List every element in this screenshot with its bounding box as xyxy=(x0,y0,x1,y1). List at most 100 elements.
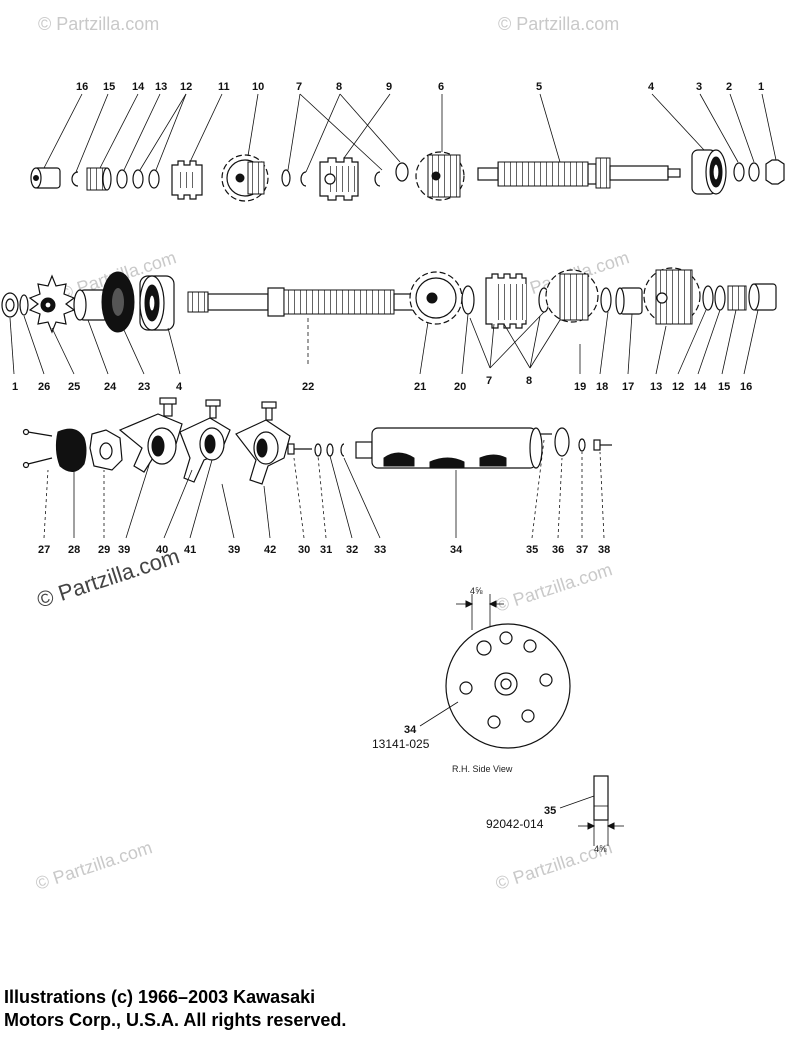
row2-callouts: 1 26 25 24 23 4 22 21 20 7 8 19 18 17 13… xyxy=(12,375,752,393)
callout-label: 1 xyxy=(758,81,764,93)
callout-label: 33 xyxy=(374,544,386,556)
callout-label: 41 xyxy=(184,544,196,556)
row1-parts xyxy=(30,93,785,202)
part-plate xyxy=(554,427,570,457)
callout-label: 39 xyxy=(228,544,240,556)
part-gear xyxy=(643,267,701,325)
callout-label: 29 xyxy=(98,544,110,556)
row2-leader-lines xyxy=(9,309,759,375)
callout-label: 12 xyxy=(180,81,192,93)
row2-parts xyxy=(1,267,777,375)
dimension-label: 4⅝ xyxy=(594,844,607,854)
side-view-caption: R.H. Side View xyxy=(452,764,513,774)
watermark-text: © Partzilla.com xyxy=(33,837,155,894)
callout-label: 39 xyxy=(118,544,130,556)
watermark-text: © Partzilla.com xyxy=(493,559,615,616)
part-washer xyxy=(19,294,29,316)
callout-label: 7 xyxy=(486,375,492,387)
part-washer xyxy=(326,443,334,457)
callout-label: 19 xyxy=(574,381,586,393)
part-drive-shaft xyxy=(187,287,419,317)
drum-part-number: 13141-025 xyxy=(372,737,430,751)
part-oil-seal xyxy=(101,271,135,333)
callout-label: 10 xyxy=(252,81,264,93)
part-bushing xyxy=(615,287,643,315)
callout-label: 13 xyxy=(155,81,167,93)
callout-label: 11 xyxy=(218,81,230,93)
callout-label: 20 xyxy=(454,381,466,393)
part-ball-bearing xyxy=(691,149,727,195)
part-bolt xyxy=(287,443,312,455)
part-sleeve xyxy=(748,283,777,311)
callout-label: 30 xyxy=(298,544,310,556)
callout-label: 34 xyxy=(450,544,463,556)
part-lock-washer xyxy=(748,162,760,182)
part-shift-drum xyxy=(355,427,543,469)
callout-label: 32 xyxy=(346,544,358,556)
part-washer xyxy=(714,285,726,311)
part-ball-bearing xyxy=(139,275,175,331)
callout-label: 18 xyxy=(596,381,608,393)
part-circlip xyxy=(300,171,307,187)
callout-label: 15 xyxy=(718,381,730,393)
callout-label: 36 xyxy=(552,544,564,556)
callout-label: 5 xyxy=(536,81,542,93)
part-gear xyxy=(171,160,203,200)
part-shift-fork xyxy=(179,399,231,483)
callout-label: 40 xyxy=(156,544,168,556)
callout-label: 38 xyxy=(598,544,610,556)
row3-callouts: 27 28 29 39 40 41 39 42 30 31 32 33 34 3… xyxy=(38,544,610,556)
part-washer xyxy=(461,285,475,315)
part-shift-fork xyxy=(235,401,291,485)
callout-label: 35 xyxy=(526,544,538,556)
part-sleeve xyxy=(30,167,61,189)
callout-label: 42 xyxy=(264,544,276,556)
part-gear xyxy=(409,271,463,325)
callout-label: 28 xyxy=(68,544,80,556)
part-gear xyxy=(415,151,465,201)
row1-callouts: 16 15 14 13 12 11 10 7 8 9 6 5 4 3 2 1 xyxy=(76,81,764,93)
row3-leader-lines xyxy=(43,439,605,539)
callout-label: 23 xyxy=(138,381,150,393)
part-screw xyxy=(593,439,612,451)
pin-detail: 35 92042-014 4⅝ xyxy=(486,775,624,854)
callout-label: 26 xyxy=(38,381,50,393)
part-circlip xyxy=(374,171,381,187)
dimension-label: 4⅝ xyxy=(470,586,483,596)
part-washers xyxy=(116,169,160,189)
copyright-notice: Illustrations (c) 1966–2003 Kawasaki Mot… xyxy=(4,986,524,1032)
callout-label: 13 xyxy=(650,381,662,393)
part-washer xyxy=(733,162,745,182)
callout-label: 14 xyxy=(132,81,145,93)
callout-label: 31 xyxy=(320,544,332,556)
callout-label: 6 xyxy=(438,81,444,93)
row3-parts xyxy=(22,397,612,539)
callout-label: 12 xyxy=(672,381,684,393)
part-nut xyxy=(1,292,19,318)
pin-callout-label: 35 xyxy=(544,805,556,817)
watermark-text: © Partzilla.com xyxy=(498,14,619,34)
callout-label: 9 xyxy=(386,81,392,93)
callout-label: 8 xyxy=(526,375,532,387)
part-needle-bearing xyxy=(727,285,747,311)
drum-callout-label: 34 xyxy=(404,724,417,736)
callout-label: 27 xyxy=(38,544,50,556)
callout-label: 21 xyxy=(414,381,426,393)
part-washer xyxy=(578,438,586,452)
callout-label: 7 xyxy=(296,81,302,93)
copyright-line: Motors Corp., U.S.A. All rights reserved… xyxy=(4,1010,347,1030)
callout-label: 15 xyxy=(103,81,115,93)
part-gear xyxy=(545,269,599,323)
callout-label: 8 xyxy=(336,81,342,93)
callout-label: 14 xyxy=(694,381,707,393)
row1-leader-lines xyxy=(43,93,777,173)
part-sprocket xyxy=(28,274,76,334)
watermark-text: © Partzilla.com xyxy=(38,14,159,34)
part-circlip xyxy=(340,443,345,457)
callout-label: 25 xyxy=(68,381,80,393)
part-washer xyxy=(281,169,291,187)
part-gear xyxy=(319,157,359,201)
callout-label: 4 xyxy=(176,381,183,393)
callout-label: 4 xyxy=(648,81,655,93)
